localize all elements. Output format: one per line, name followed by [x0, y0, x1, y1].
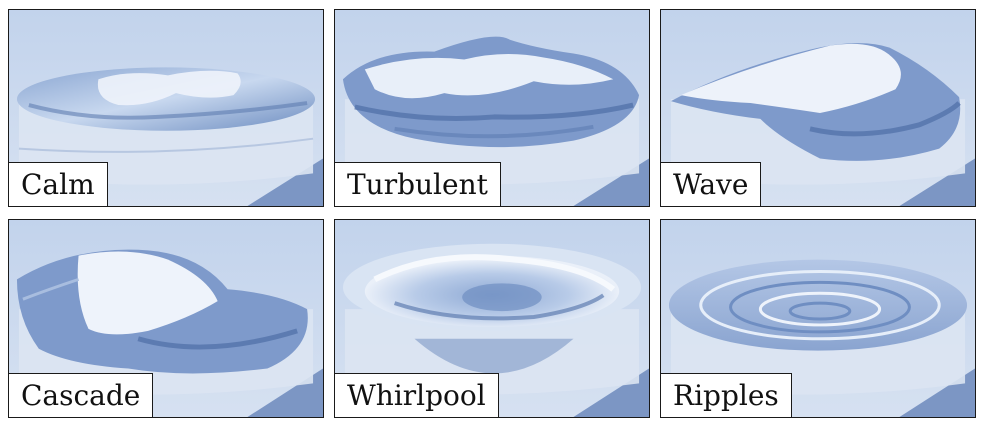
panel-turbulent: Turbulent — [334, 9, 650, 207]
cascade-render — [9, 220, 323, 417]
panel-calm: Calm — [8, 9, 324, 207]
panel-caption: Ripples — [661, 373, 792, 417]
panel-caption: Wave — [661, 162, 762, 206]
panel-whirlpool: Whirlpool — [334, 219, 650, 418]
panel-caption: Calm — [9, 162, 108, 206]
panel-caption: Whirlpool — [335, 373, 499, 417]
panel-ripples: Ripples — [660, 219, 976, 418]
panel-caption: Cascade — [9, 373, 154, 417]
panel-wave: Wave — [660, 9, 976, 207]
panel-caption: Turbulent — [335, 162, 501, 206]
panel-cascade: Cascade — [8, 219, 324, 418]
